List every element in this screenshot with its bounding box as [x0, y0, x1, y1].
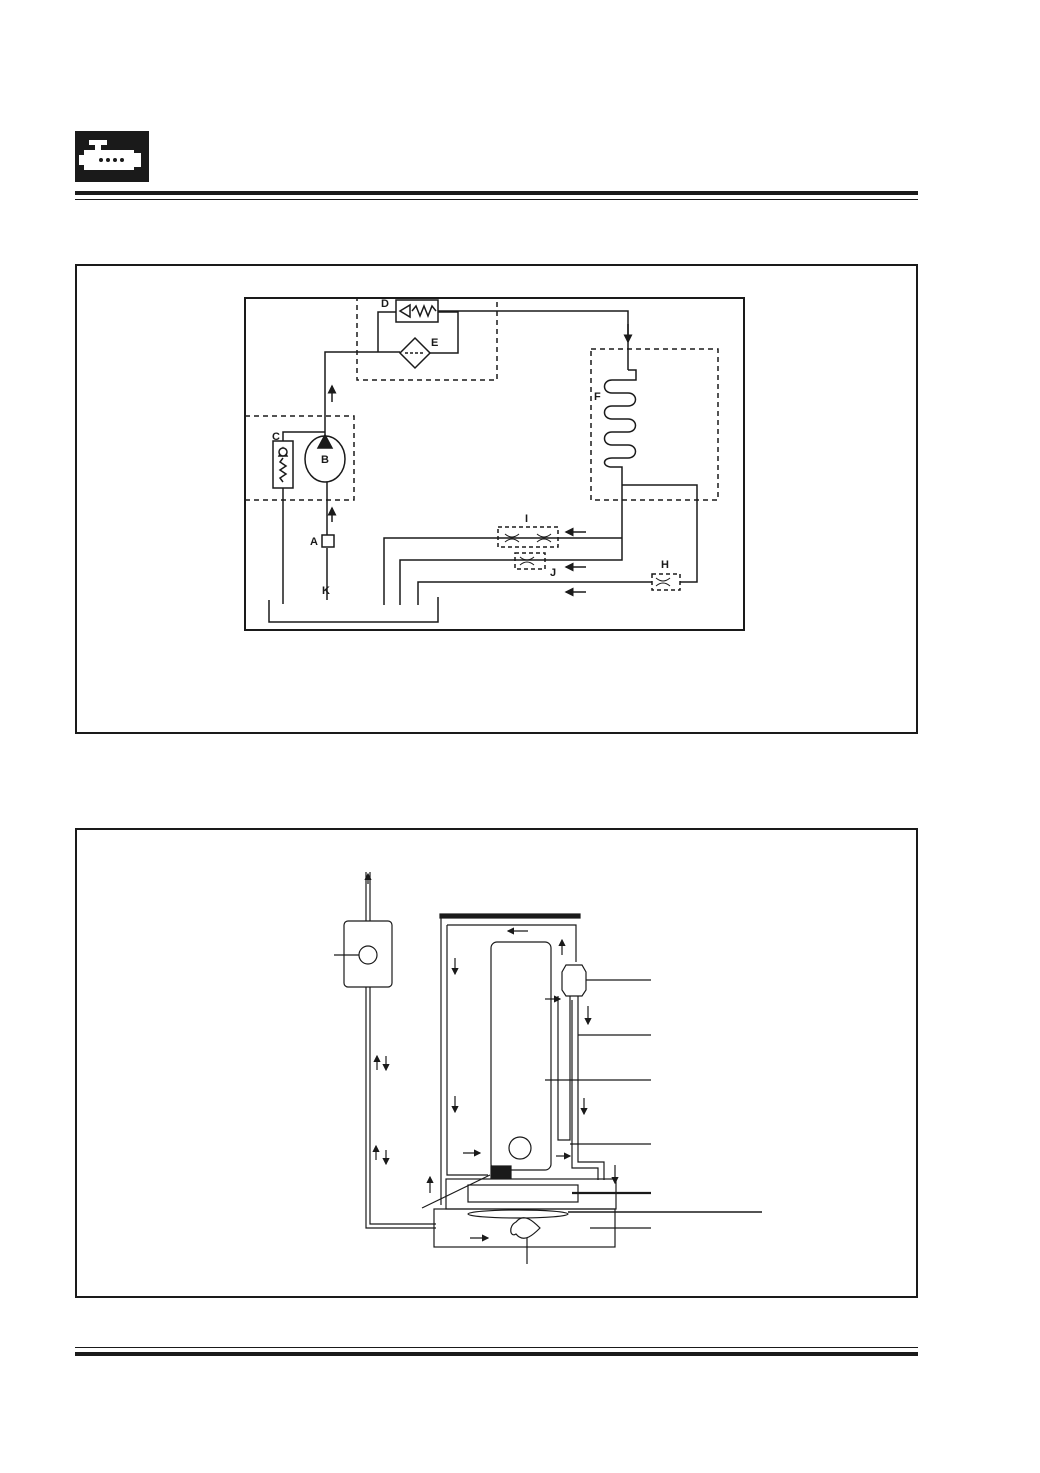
label-k: K	[322, 585, 330, 597]
supply-to-cooler	[438, 310, 629, 370]
cooling-diagram-frame	[75, 828, 918, 1298]
label-h: H	[661, 559, 669, 571]
label-c: C	[272, 431, 280, 443]
thermostat	[561, 964, 587, 997]
label-i: I	[525, 513, 528, 525]
fuel-diagram-frame	[75, 264, 918, 734]
pump-outlet-line	[324, 351, 400, 436]
restrictor-h	[651, 573, 681, 591]
restrictor-j	[514, 552, 546, 570]
strainer-a	[321, 534, 335, 548]
footer-rule-thin	[75, 1347, 918, 1348]
filter-group-box	[356, 297, 498, 381]
footer-rule-thick	[75, 1352, 918, 1356]
label-b: B	[321, 454, 329, 466]
fuel-cooler-f	[603, 369, 637, 485]
return-line-j	[399, 485, 623, 605]
fuel-tank	[268, 597, 439, 623]
engine-logo	[75, 131, 149, 182]
cylinder-block	[490, 941, 552, 1171]
top-pipe	[439, 913, 581, 919]
label-a: A	[310, 536, 318, 548]
header-rule-thick	[75, 191, 918, 195]
cooler-group-box	[590, 348, 719, 501]
label-e: E	[431, 337, 438, 349]
label-f: F	[594, 391, 601, 403]
cooler-core	[467, 1184, 579, 1203]
expansion-tank	[343, 920, 393, 988]
cooling-system-diagram	[334, 872, 762, 1264]
coolant-pump-impeller	[510, 1217, 541, 1239]
water-pump	[508, 1136, 532, 1160]
header-rule-thin	[75, 199, 918, 200]
label-j: J	[550, 567, 556, 579]
fuel-system-diagram	[244, 297, 745, 631]
label-d: D	[381, 298, 389, 310]
tank-sensor	[358, 945, 378, 965]
return-line-i	[383, 537, 622, 605]
return-line-h	[417, 581, 652, 605]
pump-group-box	[244, 415, 355, 501]
radiator-base	[433, 1208, 616, 1248]
engine-icon	[79, 140, 141, 170]
restrictor-i	[497, 526, 559, 548]
